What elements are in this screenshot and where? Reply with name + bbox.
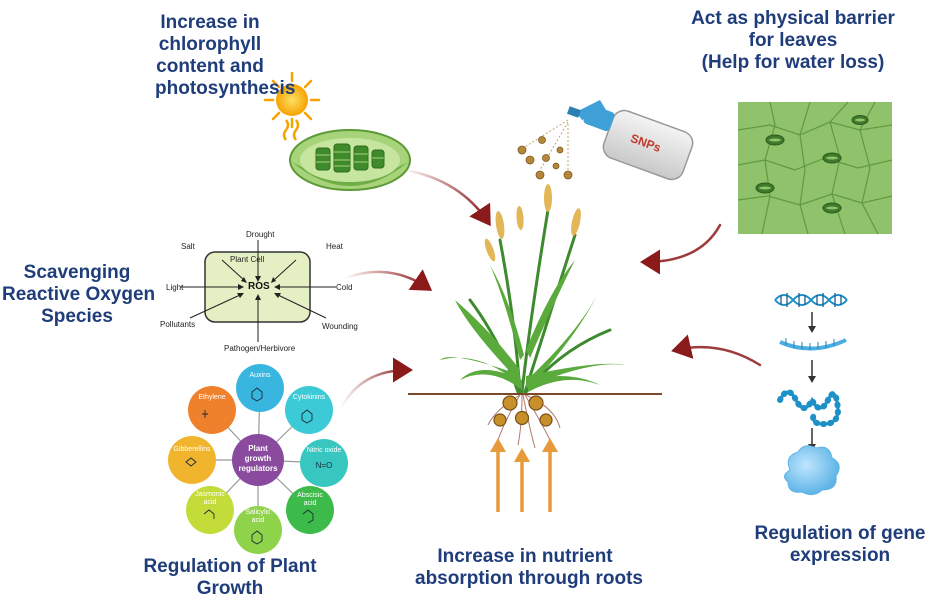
chloroplast-icon [289,129,411,191]
regulator-nitric-oxide: Nitric oxide [306,447,342,454]
regulator-gibberellins: Gibberellins [173,446,211,453]
stress-drought: Drought [246,230,275,239]
regulator-ethylene: Ethylene [198,394,226,401]
growth-regulators-wheel [168,364,348,554]
ros-plant-cell [180,240,336,342]
label-growth: Regulation of Plant Growth [143,556,317,599]
label-gene-expression: Regulation of gene expression [754,523,926,566]
regulator-auxins: Auxins [249,372,271,379]
stress-light: Light [166,283,184,292]
stress-pollutants: Pollutants [160,320,196,329]
gene-expression-icons [774,293,848,496]
plant-cell-label: Plant Cell [230,255,265,264]
arrows-to-plant [338,168,762,412]
stress-cold: Cold [336,283,353,292]
regulator-cytokinins: Cytokinins [292,394,326,401]
sun-icon [263,71,321,141]
label-chlorophyll: Increase in chlorophyll content and phot… [155,12,296,99]
label-physical-barrier: Act as physical barrier for leaves (Help… [691,8,895,73]
root-arrows [490,438,558,512]
stress-salt: Salt [181,242,195,251]
label-ros: Scavenging Reactive Oxygen Species [2,262,156,327]
cereal-plant-icon [440,184,625,449]
stress-heat: Heat [326,242,343,251]
stress-wounding: Wounding [322,322,358,331]
leaf-surface-icon [737,101,893,235]
spray-bottle-icon [566,100,694,181]
nanoparticle-droplets [517,119,573,180]
label-nutrient: Increase in nutrient absorption through … [415,546,643,589]
ros-center-label: ROS [248,281,270,292]
stress-pathogen: Pathogen/Herbivore [224,344,296,353]
regulator-no-formula: N=O [315,461,333,470]
